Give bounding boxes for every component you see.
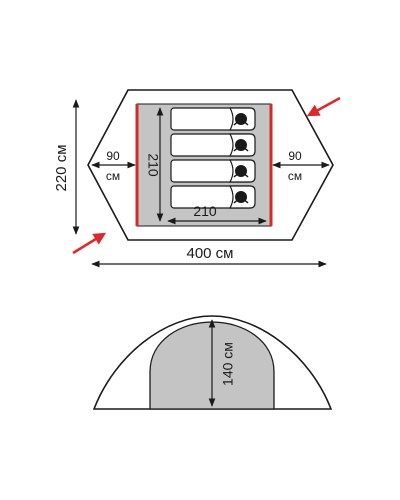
- vestibule-right-unit: см: [288, 169, 302, 183]
- floor-plan: 210 210 90 см 90 см 220 см 400 см: [53, 89, 341, 268]
- vestibule-left-unit: см: [106, 169, 120, 183]
- entrance-arrow-icon: [72, 232, 107, 255]
- sleeping-bag-icon: [170, 159, 256, 183]
- sleeping-bags: [170, 107, 256, 209]
- inner-length-label: 210: [145, 153, 161, 177]
- sleeping-bag-icon: [170, 107, 256, 131]
- width-label: 400 см: [186, 245, 233, 262]
- depth-label: 220 см: [53, 144, 70, 191]
- inner-width-label: 210: [193, 203, 217, 219]
- vestibule-right-value: 90: [288, 149, 302, 163]
- height-label: 140 см: [220, 342, 236, 386]
- vestibule-left-value: 90: [106, 149, 120, 163]
- sleeping-bag-icon: [170, 185, 256, 209]
- entrance-arrow-icon: [306, 96, 341, 117]
- sleeping-bag-icon: [170, 133, 256, 157]
- side-view: 140 см: [92, 315, 333, 410]
